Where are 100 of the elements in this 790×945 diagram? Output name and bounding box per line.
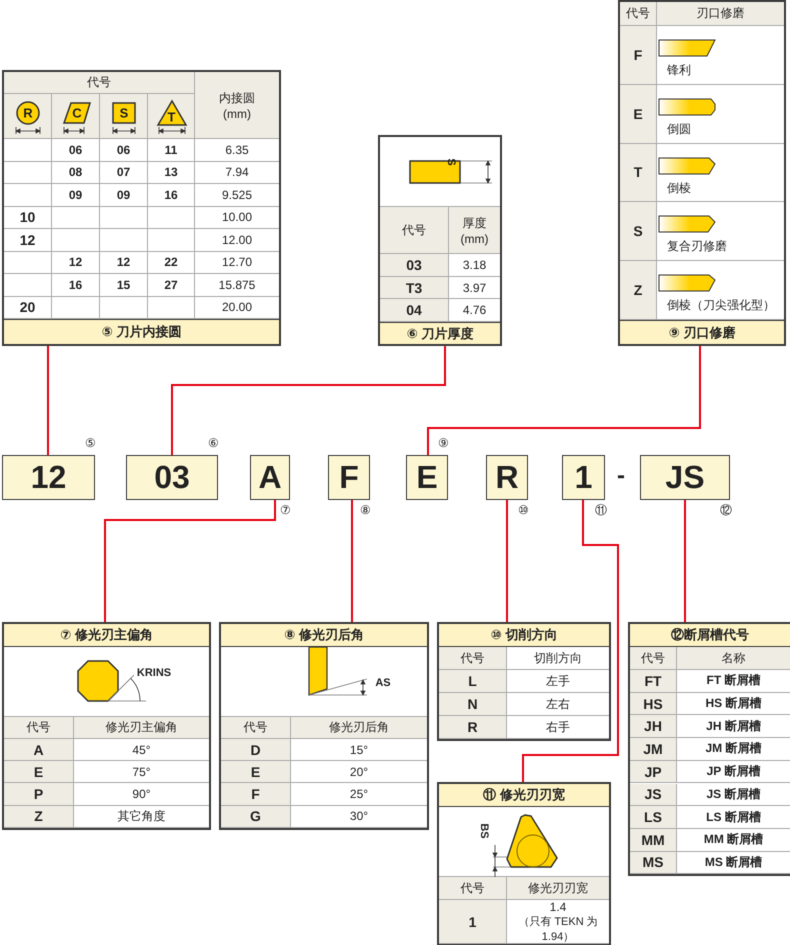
edge-description: 锋利 xyxy=(667,62,691,79)
table-cell: JM xyxy=(630,738,677,761)
panel-title: ⑥ 刀片厚度 xyxy=(380,322,500,344)
table-cell: 15.875 xyxy=(195,274,279,296)
table-cell: 09 xyxy=(52,184,100,206)
table-cell: 左手 xyxy=(507,670,609,693)
callout-number: ⑨ xyxy=(438,437,449,449)
header-cell: 刃口修磨 xyxy=(657,2,784,26)
panel-title: ⑫断屑槽代号 xyxy=(630,624,790,647)
table-cell: P xyxy=(4,783,74,806)
table-cell: Z xyxy=(620,261,657,320)
edge-description: 倒圆 xyxy=(667,120,691,138)
table-cell: 30° xyxy=(291,806,427,828)
table-cell: JH 断屑槽 xyxy=(677,715,790,738)
header-cell: 代号 xyxy=(439,877,507,900)
note-text: （只有 TEKN 为 1.94） xyxy=(517,914,599,944)
table-cell: 11 xyxy=(148,139,195,162)
table-cell: 90° xyxy=(74,783,209,806)
table-cell: 9.525 xyxy=(195,184,279,206)
code-box: E xyxy=(406,455,448,500)
table-cell: F xyxy=(620,26,657,85)
table-cell: FT 断屑槽 xyxy=(677,670,790,693)
header-cell: 代号 xyxy=(439,647,507,670)
table-cell: Z xyxy=(4,806,74,828)
dimension-label: AS xyxy=(375,677,391,689)
callout-number: ⑫ xyxy=(720,504,732,516)
header-cell: 切削方向 xyxy=(507,647,609,670)
dimension-label: KRINS xyxy=(136,667,172,679)
table-cell: 12.70 xyxy=(195,252,279,274)
table-cell: 10.00 xyxy=(195,206,279,229)
table-panel xyxy=(378,135,502,346)
table-cell: 7.94 xyxy=(195,162,279,184)
connector-line xyxy=(427,346,701,455)
table-cell: 06 xyxy=(100,139,148,162)
table-cell: JM 断屑槽 xyxy=(677,738,790,761)
header-cell: 代号 xyxy=(620,2,657,26)
panel-title: ⑦ 修光刃主偏角 xyxy=(4,624,209,647)
panel-title: ⑤ 刀片内接圆 xyxy=(4,319,279,344)
table-cell: 左右 xyxy=(507,693,609,716)
header-cell: 代号 xyxy=(4,717,74,739)
table-cell: JH xyxy=(630,715,677,738)
code-box: 12 xyxy=(2,455,95,500)
header-cell: 厚度 (mm) xyxy=(449,207,500,254)
table-cell: 22 xyxy=(148,252,195,274)
table-cell: 45° xyxy=(74,739,209,762)
table-cell: 12.00 xyxy=(195,229,279,252)
shape-letter: S xyxy=(120,106,128,120)
table-cell: 07 xyxy=(100,162,148,184)
header-cell: 代号 xyxy=(221,717,291,739)
shape-letter: C xyxy=(72,106,82,120)
table-cell: S xyxy=(620,202,657,262)
table-panel xyxy=(2,622,211,830)
edge-description: 倒棱（刀尖强化型） xyxy=(667,297,775,314)
dimension-label: BS xyxy=(478,823,490,839)
table-cell: 08 xyxy=(52,162,100,184)
callout-number: ⑤ xyxy=(85,437,96,449)
connector-line xyxy=(351,500,353,622)
table-cell: LS xyxy=(630,806,677,829)
table-panel xyxy=(2,70,281,346)
table-cell: N xyxy=(439,693,507,716)
callout-number: ⑥ xyxy=(208,437,219,449)
table-cell: 12 xyxy=(100,252,148,274)
code-box: 1 xyxy=(562,455,605,500)
edge-description: 倒棱 xyxy=(667,180,691,197)
callout-number: ⑧ xyxy=(360,504,371,516)
table-cell: 09 xyxy=(100,184,148,206)
edge-description: 复合刃修磨 xyxy=(667,238,727,256)
table-cell: MS xyxy=(630,852,677,874)
header-cell: 名称 xyxy=(677,647,790,670)
dimension-label: S xyxy=(445,158,457,166)
header-cell: 代号 xyxy=(4,72,195,94)
callout-number: ⑩ xyxy=(518,504,529,516)
table-cell: D xyxy=(221,739,291,762)
table-cell: 75° xyxy=(74,761,209,784)
table-cell: F xyxy=(221,783,291,806)
table-cell: HS xyxy=(630,692,677,716)
table-cell: JP xyxy=(630,760,677,784)
connector-line xyxy=(522,500,619,782)
table-cell: G xyxy=(221,806,291,828)
panel-title: ⑧ 修光刃后角 xyxy=(221,624,427,647)
table-cell: 12 xyxy=(4,229,52,252)
code-box: R xyxy=(486,455,528,500)
table-cell: E xyxy=(221,761,291,784)
table-cell: 16 xyxy=(148,184,195,206)
table-cell: E xyxy=(620,84,657,144)
table-cell: FT xyxy=(630,670,677,693)
table-cell: 12 xyxy=(52,252,100,274)
connector-line xyxy=(171,346,446,455)
code-box: F xyxy=(328,455,370,500)
callout-number: ⑪ xyxy=(595,504,607,516)
table-cell: 3.97 xyxy=(449,276,500,300)
header-cell: 修光刃刃宽 xyxy=(507,877,609,900)
code-box: A xyxy=(250,455,290,500)
connector-line xyxy=(104,500,276,622)
table-cell: 6.35 xyxy=(195,139,279,162)
table-cell: 20° xyxy=(291,761,427,784)
panel-title: ⑨ 刃口修磨 xyxy=(620,320,784,344)
table-cell: T3 xyxy=(380,276,449,300)
table-cell: E xyxy=(4,761,74,784)
connector-line xyxy=(47,346,49,455)
